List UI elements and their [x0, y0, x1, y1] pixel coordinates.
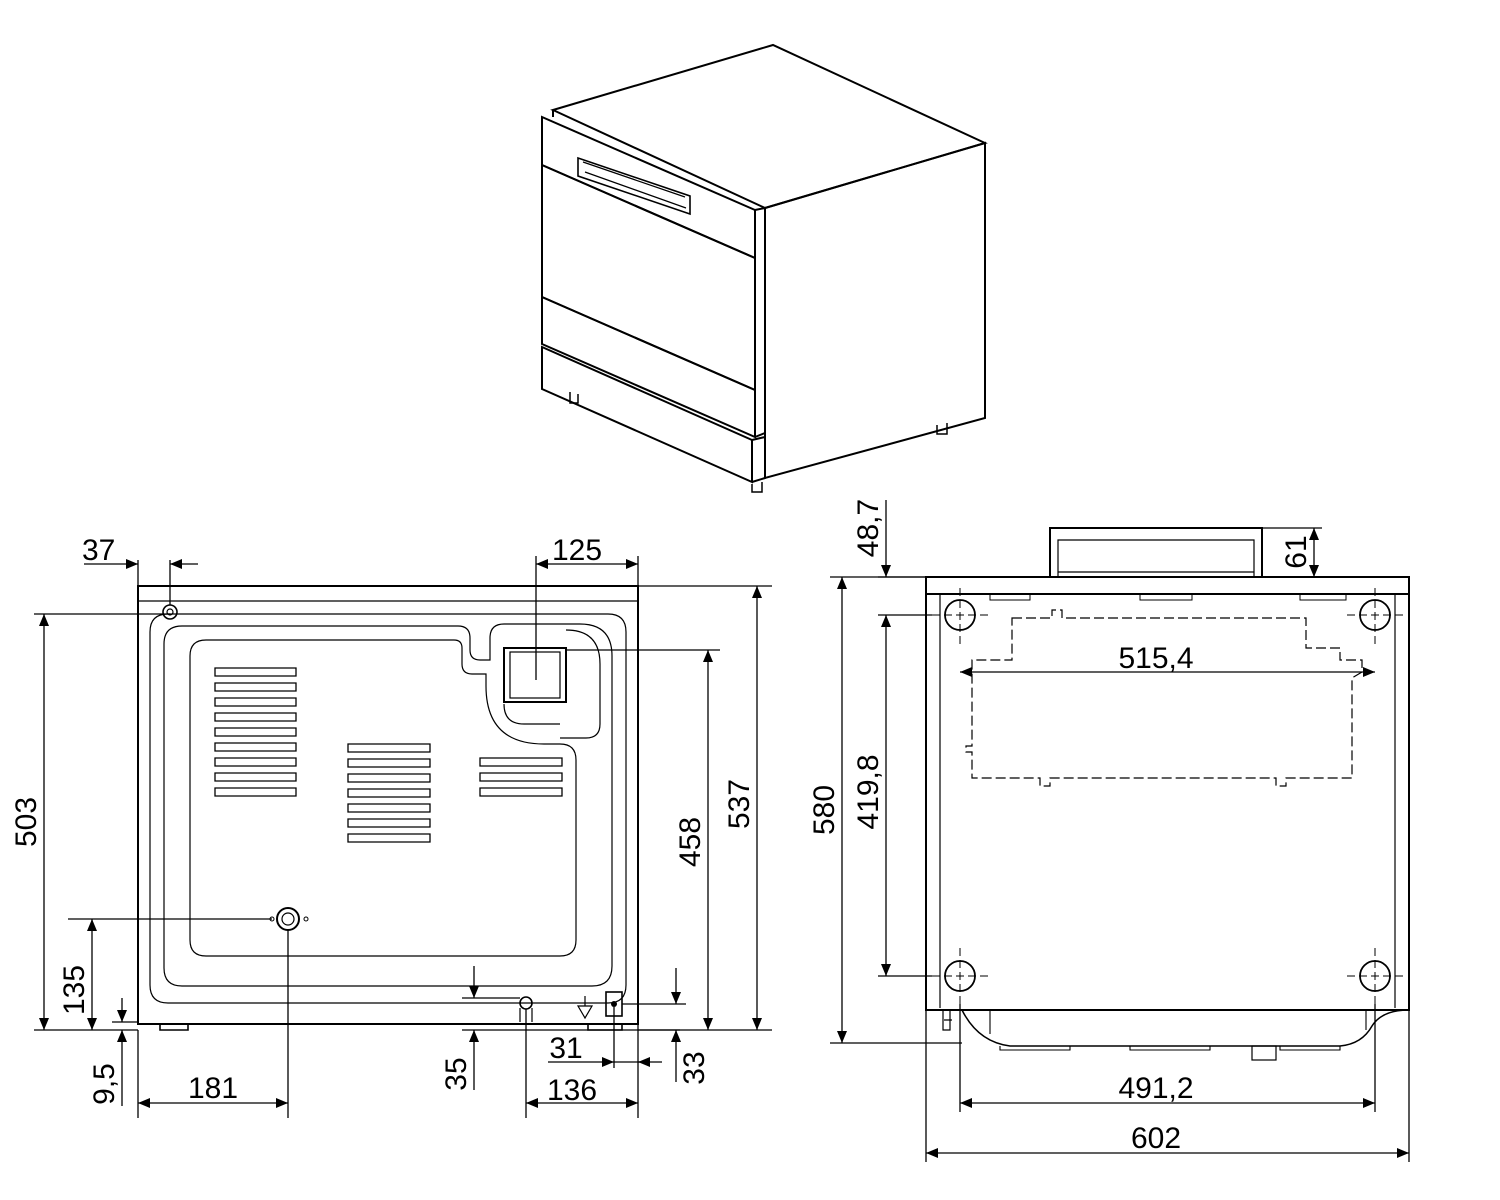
dim-135: 135: [58, 965, 91, 1015]
dim-9-5: 9,5: [88, 1063, 121, 1105]
dim-37: 37: [82, 534, 115, 567]
back-outline: [137, 585, 639, 1025]
dim-125: 125: [552, 534, 602, 567]
isometric-view: [541, 43, 988, 493]
dim-33: 33: [678, 1051, 711, 1084]
dim-61: 61: [1280, 535, 1313, 568]
top-handle: [1049, 527, 1263, 577]
dim-515-4: 515,4: [1118, 642, 1193, 675]
dim-503: 503: [10, 797, 43, 847]
dim-419-8: 419,8: [852, 754, 885, 829]
dim-35: 35: [440, 1057, 473, 1090]
dim-580: 580: [808, 785, 841, 835]
side-outline: [925, 594, 1410, 1011]
dim-48-7: 48,7: [852, 499, 885, 557]
dim-602: 602: [1131, 1122, 1181, 1155]
dim-537: 537: [723, 779, 756, 829]
fan-box: [503, 647, 567, 703]
dim-458: 458: [674, 817, 707, 867]
dim-491-2: 491,2: [1118, 1072, 1193, 1105]
dim-136: 136: [547, 1074, 597, 1107]
back-view: 37 125 503 537 458 135 9,5 181 35 31 136…: [10, 534, 772, 1118]
side-view: 48,7 61 580 419,8 515,4 491,2 602: [808, 499, 1410, 1162]
dim-181: 181: [188, 1072, 238, 1105]
dim-31: 31: [549, 1032, 582, 1065]
